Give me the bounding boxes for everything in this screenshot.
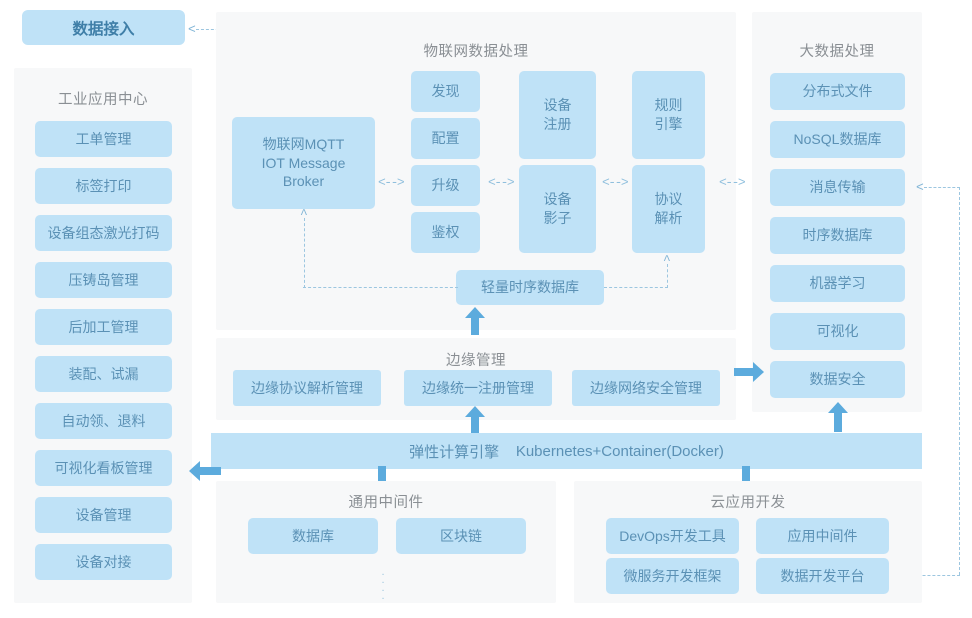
header-data-ingestion-label: 数据接入: [72, 20, 135, 38]
connector-broker-arrowhead-up: ^: [300, 207, 308, 222]
cloud-item-app-middleware[interactable]: 应用中间件: [756, 518, 889, 554]
connector-cloud-to-bigdata-horizontal-top: [924, 187, 960, 188]
connector-tsdb-to-broker-horizontal: [303, 287, 458, 288]
panel-iot-data-processing-title: 物联网数据处理: [423, 44, 529, 60]
iot-device-register-line-1: 设备: [543, 97, 572, 114]
panel-common-middleware-title: 通用中间件: [348, 495, 424, 511]
middleware-more-dot-1: .: [381, 566, 385, 578]
elastic-compute-engine-label: 弹性计算引擎: [409, 443, 500, 461]
elastic-compute-engine-tech: Kubernetes+Container(Docker): [515, 442, 724, 460]
connector-broker-to-features-bidirectional: <-->: [378, 175, 405, 190]
panel-cloud-app-dev-title: 云应用开发: [710, 495, 786, 511]
connector-cloud-to-bigdata-horizontal-bottom: [893, 575, 960, 576]
app-item-assembly-leak-test[interactable]: 装配、试漏: [35, 356, 172, 392]
arrow-elastic-to-app-center-left: [189, 460, 221, 482]
app-item-label-printing[interactable]: 标签打印: [35, 168, 172, 204]
iot-rule-engine-line-2: 引擎: [654, 116, 683, 132]
bigdata-item-visualization[interactable]: 可视化: [770, 313, 905, 350]
arrow-elastic-to-bigdata-up: [827, 402, 849, 432]
edge-item-network-security-mgmt[interactable]: 边缘网络安全管理: [572, 370, 720, 406]
app-item-device-config-laser-marking[interactable]: 设备组态激光打码: [35, 215, 172, 251]
panel-industrial-app-center-title: 工业应用中心: [58, 92, 148, 108]
app-item-device-management[interactable]: 设备管理: [35, 497, 172, 533]
edge-item-protocol-parsing-mgmt[interactable]: 边缘协议解析管理: [233, 370, 381, 406]
elastic-compute-engine-spacer: [499, 443, 516, 460]
connector-tsdb-to-protocol-horizontal: [604, 287, 668, 288]
iot-feature-discovery[interactable]: 发现: [411, 71, 480, 112]
iot-lightweight-tsdb[interactable]: 轻量时序数据库: [456, 270, 604, 305]
connector-tsdb-to-protocol-vertical: [667, 264, 668, 288]
iot-feature-authentication[interactable]: 鉴权: [411, 212, 480, 253]
middleware-more-indicator: . . . .: [373, 566, 393, 602]
connector-protocol-arrowhead-up: ^: [663, 253, 671, 268]
arrow-edge-to-bigdata-right: [734, 361, 764, 383]
iot-rule-engine[interactable]: 规则 引擎: [632, 71, 705, 159]
header-data-ingestion[interactable]: 数据接入: [22, 10, 185, 45]
cloud-item-microservice-framework[interactable]: 微服务开发框架: [606, 558, 739, 594]
iot-mqtt-broker-line-2: IOT Message: [261, 154, 346, 171]
app-item-post-processing[interactable]: 后加工管理: [35, 309, 172, 345]
iot-mqtt-broker[interactable]: 物联网MQTT IOT Message Broker: [232, 117, 375, 209]
cloud-item-devops-tools[interactable]: DevOps开发工具: [606, 518, 739, 554]
iot-device-shadow-line-1: 设备: [543, 191, 572, 208]
iot-device-shadow[interactable]: 设备 影子: [519, 165, 596, 253]
middleware-item-database[interactable]: 数据库: [248, 518, 378, 554]
connector-tsdb-to-broker-vertical: [304, 218, 305, 288]
bigdata-item-distributed-file[interactable]: 分布式文件: [770, 73, 905, 110]
bigdata-item-message-transport[interactable]: 消息传输: [770, 169, 905, 206]
connector-features-to-device-bidirectional: <-->: [488, 175, 515, 190]
app-item-work-order[interactable]: 工单管理: [35, 121, 172, 157]
connector-protocol-to-bigdata-bidirectional: <-->: [719, 175, 746, 190]
bigdata-item-data-security[interactable]: 数据安全: [770, 361, 905, 398]
iot-protocol-parsing[interactable]: 协议 解析: [632, 165, 705, 253]
middleware-more-dot-3: .: [381, 582, 385, 594]
middleware-more-dot-2: .: [381, 574, 385, 586]
app-item-die-casting-island[interactable]: 压铸岛管理: [35, 262, 172, 298]
connector-device-to-rule-bidirectional: <-->: [602, 175, 629, 190]
iot-rule-engine-line-1: 规则: [654, 97, 683, 114]
cloud-item-data-dev-platform[interactable]: 数据开发平台: [756, 558, 889, 594]
middleware-item-blockchain[interactable]: 区块链: [396, 518, 526, 554]
iot-mqtt-broker-line-1: 物联网MQTT: [262, 135, 345, 152]
iot-device-shadow-line-2: 影子: [543, 210, 572, 226]
connector-cloud-to-bigdata-vertical: [959, 187, 960, 575]
elastic-compute-engine-bar[interactable]: 弹性计算引擎 Kubernetes+Container(Docker): [211, 433, 922, 469]
bigdata-item-machine-learning[interactable]: 机器学习: [770, 265, 905, 302]
iot-protocol-parsing-line-1: 协议: [654, 191, 683, 208]
iot-device-register[interactable]: 设备 注册: [519, 71, 596, 159]
app-item-auto-material[interactable]: 自动领、退料: [35, 403, 172, 439]
arrow-elastic-to-edge-up: [464, 406, 486, 434]
edge-item-unified-register-mgmt[interactable]: 边缘统一注册管理: [404, 370, 552, 406]
bigdata-item-nosql-db[interactable]: NoSQL数据库: [770, 121, 905, 158]
iot-feature-configuration[interactable]: 配置: [411, 118, 480, 159]
iot-feature-upgrade[interactable]: 升级: [411, 165, 480, 206]
bigdata-item-timeseries-db[interactable]: 时序数据库: [770, 217, 905, 254]
connector-bigdata-arrowhead-left: <: [916, 180, 924, 195]
iot-mqtt-broker-line-3: Broker: [282, 173, 325, 190]
panel-edge-management-title: 边缘管理: [446, 353, 506, 369]
app-item-visual-dashboard[interactable]: 可视化看板管理: [35, 450, 172, 486]
middleware-more-dot-4: .: [381, 590, 385, 602]
connector-header-arrowhead-left: <: [188, 22, 196, 37]
iot-device-register-line-2: 注册: [543, 116, 572, 132]
arrow-edge-to-tsdb-up: [464, 307, 486, 335]
iot-protocol-parsing-line-2: 解析: [654, 210, 683, 226]
app-item-device-integration[interactable]: 设备对接: [35, 544, 172, 580]
panel-big-data-processing: 大数据处理: [752, 12, 922, 412]
panel-big-data-processing-title: 大数据处理: [799, 44, 875, 60]
